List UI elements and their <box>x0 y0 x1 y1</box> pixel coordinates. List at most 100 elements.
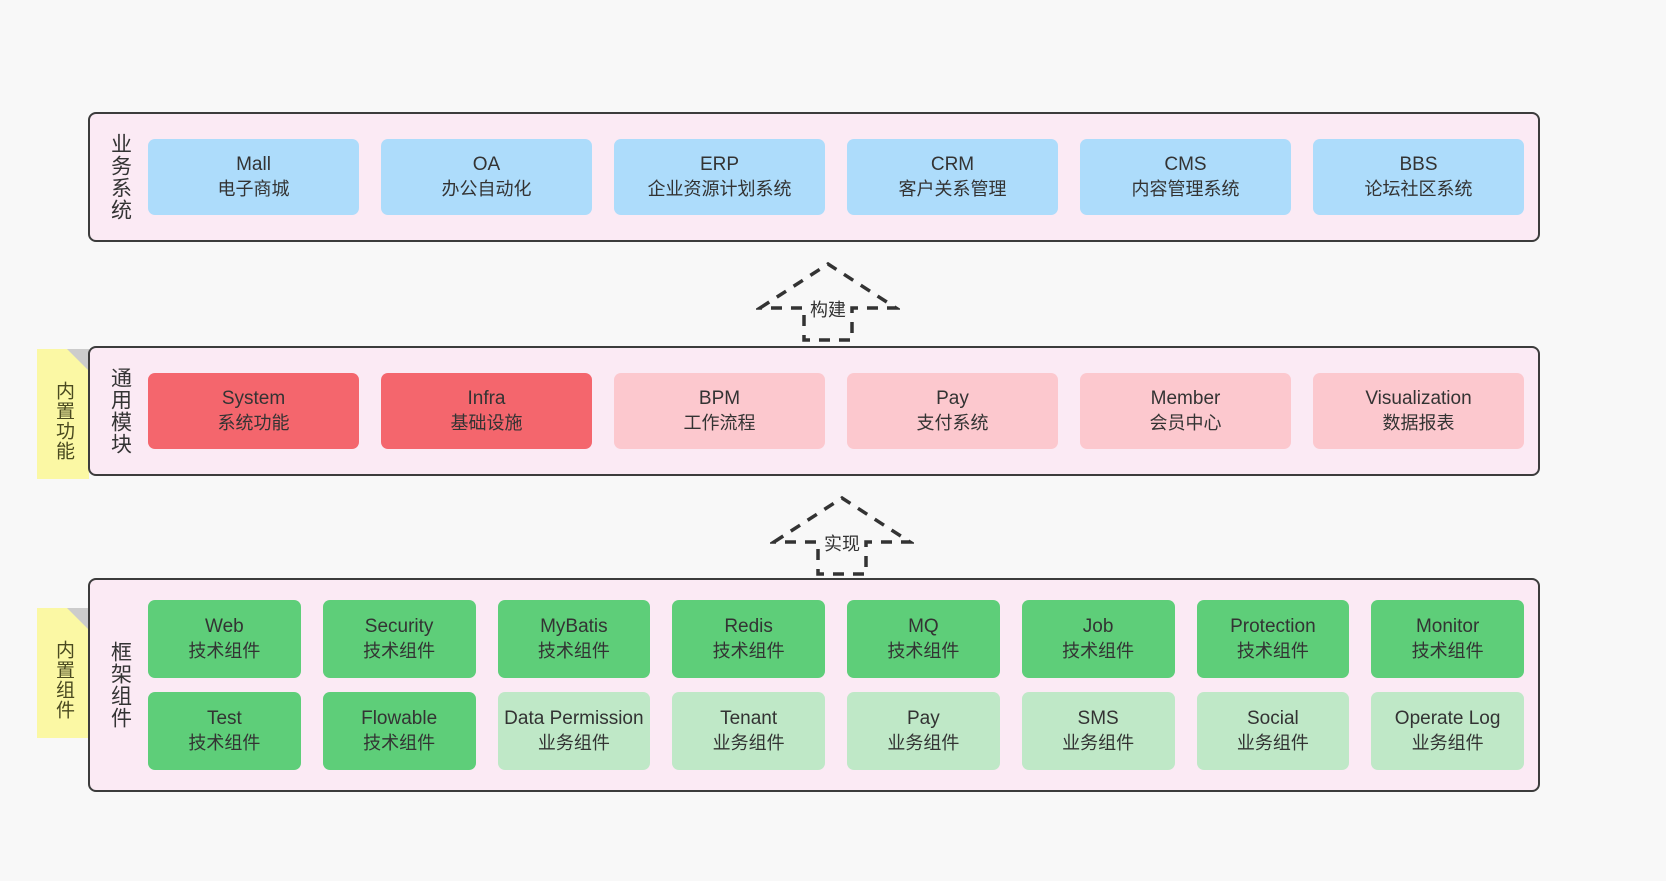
layer-common-modules: 通用模块 System 系统功能 Infra 基础设施 BPM 工作流程 Pay… <box>88 346 1540 476</box>
layer-title-common-modules: 通用模块 <box>108 367 132 455</box>
card-sms[interactable]: SMS 业务组件 <box>1021 692 1175 770</box>
layer-body-framework-components: Web 技术组件 Security 技术组件 MyBatis 技术组件 Redi… <box>140 580 1538 790</box>
card-title: Web <box>205 616 244 637</box>
card-row: System 系统功能 Infra 基础设施 BPM 工作流程 Pay 支付系统… <box>148 373 1524 449</box>
card-tenant[interactable]: Tenant 业务组件 <box>672 692 825 770</box>
card-subtitle: 技术组件 <box>887 641 960 661</box>
card-subtitle: 技术组件 <box>188 641 261 661</box>
card-job[interactable]: Job 技术组件 <box>1021 600 1175 678</box>
card-flowable[interactable]: Flowable 技术组件 <box>322 692 476 770</box>
card-mybatis[interactable]: MyBatis 技术组件 <box>497 600 651 678</box>
card-mq[interactable]: MQ 技术组件 <box>847 600 1000 678</box>
layer-business-systems: 业务系统 Mall 电子商城 OA 办公自动化 ERP 企业资源计划系统 CRM… <box>88 112 1540 242</box>
card-title: BBS <box>1399 154 1438 175</box>
card-title: Redis <box>724 616 773 637</box>
card-title: ERP <box>699 154 740 175</box>
card-title: Social <box>1247 708 1299 729</box>
card-title: Infra <box>467 388 506 409</box>
card-subtitle: 业务组件 <box>537 733 610 753</box>
card-subtitle: 内容管理系统 <box>1131 179 1240 199</box>
card-security[interactable]: Security 技术组件 <box>322 600 476 678</box>
card-title: Test <box>206 708 242 729</box>
card-subtitle: 基础设施 <box>450 413 523 433</box>
build-arrow: 构建 <box>756 258 900 344</box>
card-title: Data Permission <box>504 708 644 729</box>
card-title: Member <box>1150 388 1221 409</box>
card-title: Protection <box>1230 616 1316 637</box>
card-row: Web 技术组件 Security 技术组件 MyBatis 技术组件 Redi… <box>148 600 1524 678</box>
card-monitor[interactable]: Monitor 技术组件 <box>1371 600 1524 678</box>
card-title: Monitor <box>1415 616 1480 637</box>
card-title: Job <box>1082 616 1114 637</box>
card-subtitle: 办公自动化 <box>441 179 532 199</box>
card-subtitle: 业务组件 <box>712 733 785 753</box>
card-subtitle: 业务组件 <box>887 733 960 753</box>
card-member[interactable]: Member 会员中心 <box>1080 373 1291 449</box>
layer-body-common-modules: System 系统功能 Infra 基础设施 BPM 工作流程 Pay 支付系统… <box>140 348 1538 474</box>
card-title: Operate Log <box>1394 708 1501 729</box>
card-pay[interactable]: Pay 支付系统 <box>847 373 1058 449</box>
card-oa[interactable]: OA 办公自动化 <box>381 139 592 215</box>
card-subtitle: 技术组件 <box>188 733 261 753</box>
card-web[interactable]: Web 技术组件 <box>148 600 301 678</box>
card-row: Mall 电子商城 OA 办公自动化 ERP 企业资源计划系统 CRM 客户关系… <box>148 139 1524 215</box>
card-subtitle: 数据报表 <box>1382 413 1455 433</box>
card-title: Visualization <box>1365 388 1472 409</box>
note-fold-corner <box>67 349 89 371</box>
build-arrow-label: 构建 <box>810 300 846 320</box>
card-pay-business[interactable]: Pay 业务组件 <box>847 692 1000 770</box>
card-subtitle: 客户关系管理 <box>898 179 1007 199</box>
card-subtitle: 技术组件 <box>1236 641 1309 661</box>
card-title: MQ <box>908 616 939 637</box>
card-cms[interactable]: CMS 内容管理系统 <box>1080 139 1291 215</box>
card-bpm[interactable]: BPM 工作流程 <box>614 373 825 449</box>
card-subtitle: 技术组件 <box>363 733 436 753</box>
note-label: 内置组件 <box>53 640 74 720</box>
note-builtin-components: 内置组件 <box>37 608 89 738</box>
card-title: OA <box>472 154 501 175</box>
card-subtitle: 论坛社区系统 <box>1364 179 1473 199</box>
card-subtitle: 技术组件 <box>1411 641 1484 661</box>
card-subtitle: 系统功能 <box>217 413 290 433</box>
layer-body-business-systems: Mall 电子商城 OA 办公自动化 ERP 企业资源计划系统 CRM 客户关系… <box>140 114 1538 240</box>
layer-framework-components: 框架组件 Web 技术组件 Security 技术组件 MyBatis 技术组件… <box>88 578 1540 792</box>
card-title: MyBatis <box>540 616 608 637</box>
card-redis[interactable]: Redis 技术组件 <box>672 600 825 678</box>
card-title: Pay <box>907 708 940 729</box>
note-label: 内置功能 <box>53 381 74 461</box>
card-bbs[interactable]: BBS 论坛社区系统 <box>1313 139 1524 215</box>
card-subtitle: 支付系统 <box>916 413 989 433</box>
card-subtitle: 业务组件 <box>1411 733 1484 753</box>
card-title: CMS <box>1164 154 1207 175</box>
card-title: BPM <box>698 388 741 409</box>
card-subtitle: 技术组件 <box>363 641 436 661</box>
card-subtitle: 技术组件 <box>1062 641 1135 661</box>
card-title: SMS <box>1077 708 1119 729</box>
card-subtitle: 电子商城 <box>217 179 290 199</box>
card-mall[interactable]: Mall 电子商城 <box>148 139 359 215</box>
card-subtitle: 企业资源计划系统 <box>647 179 792 199</box>
note-fold-corner <box>67 608 89 630</box>
note-builtin-functions: 内置功能 <box>37 349 89 479</box>
card-infra[interactable]: Infra 基础设施 <box>381 373 592 449</box>
card-data-permission[interactable]: Data Permission 业务组件 <box>497 692 651 770</box>
card-title: Security <box>364 616 434 637</box>
card-visualization[interactable]: Visualization 数据报表 <box>1313 373 1524 449</box>
card-subtitle: 业务组件 <box>1236 733 1309 753</box>
card-title: Pay <box>936 388 969 409</box>
card-erp[interactable]: ERP 企业资源计划系统 <box>614 139 825 215</box>
card-test[interactable]: Test 技术组件 <box>148 692 301 770</box>
card-protection[interactable]: Protection 技术组件 <box>1196 600 1350 678</box>
card-operate-log[interactable]: Operate Log 业务组件 <box>1371 692 1524 770</box>
layer-title-business-systems: 业务系统 <box>108 133 132 221</box>
card-social[interactable]: Social 业务组件 <box>1196 692 1350 770</box>
card-crm[interactable]: CRM 客户关系管理 <box>847 139 1058 215</box>
card-title: Flowable <box>361 708 438 729</box>
card-subtitle: 技术组件 <box>537 641 610 661</box>
card-subtitle: 技术组件 <box>712 641 785 661</box>
card-title: Tenant <box>720 708 778 729</box>
implement-arrow-label: 实现 <box>824 534 860 554</box>
implement-arrow: 实现 <box>770 492 914 578</box>
card-system[interactable]: System 系统功能 <box>148 373 359 449</box>
card-title: System <box>221 388 286 409</box>
